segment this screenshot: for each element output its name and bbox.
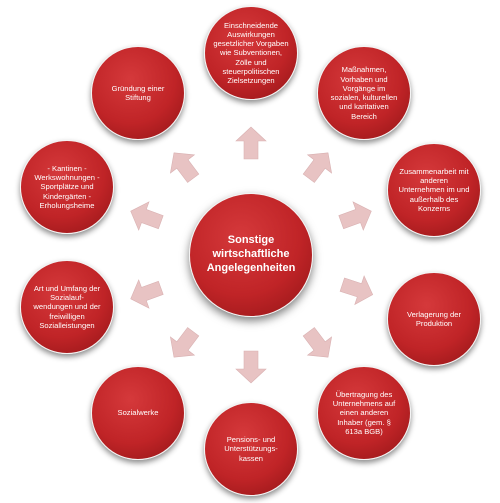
label-stiftung: Gründung einer Stiftung <box>111 83 165 102</box>
label-sozialaufwendungen: Art und Umfang der Sozialauf- wendungen … <box>33 283 101 330</box>
circle-uebertragung: Übertragung des Unternehmens auf einen a… <box>317 366 411 460</box>
circle-einrichtungen: - Kantinen -Werkswohnungen - Sportplätze… <box>20 140 114 234</box>
circle-pensionskassen: Pensions- und Unterstützungs- kassen <box>204 402 298 496</box>
center-label: Sonstige wirtschaftliche Angelegenheiten <box>206 234 296 274</box>
arrow-stiftung <box>169 152 200 183</box>
label-einrichtungen: - Kantinen -Werkswohnungen - Sportplätze… <box>34 163 100 210</box>
circle-massnahmen: Maßnahmen, Vorhaben und Vorgänge im sozi… <box>317 46 411 140</box>
center-circle: Sonstige wirtschaftliche Angelegenheiten <box>189 193 313 317</box>
label-verlagerung: Verlagerung der Produktion <box>406 309 462 328</box>
label-pensionskassen: Pensions- und Unterstützungs- kassen <box>224 435 278 463</box>
arrow-sozialaufwendungen <box>130 279 164 309</box>
label-auswirkungen: Einschneidende Auswirkungen gesetzlicher… <box>213 20 289 86</box>
label-zusammenarbeit: Zusammenarbeit mit anderen Unternehmen i… <box>398 166 470 213</box>
circle-stiftung: Gründung einer Stiftung <box>91 46 185 140</box>
circle-zusammenarbeit: Zusammenarbeit mit anderen Unternehmen i… <box>387 143 481 237</box>
label-uebertragung: Übertragung des Unternehmens auf einen a… <box>332 389 396 436</box>
circle-sozialwerke: Sozialwerke <box>91 366 185 460</box>
label-massnahmen: Maßnahmen, Vorhaben und Vorgänge im sozi… <box>330 65 398 121</box>
circle-sozialaufwendungen: Art und Umfang der Sozialauf- wendungen … <box>20 260 114 354</box>
arrow-verlagerung <box>339 275 374 306</box>
circle-verlagerung: Verlagerung der Produktion <box>387 272 481 366</box>
arrow-pensionskassen <box>235 350 267 384</box>
arrow-uebertragung <box>302 327 333 358</box>
arrow-einrichtungen <box>130 201 164 231</box>
arrow-zusammenarbeit <box>338 201 372 231</box>
arrow-sozialwerke <box>169 327 200 358</box>
arrow-auswirkungen <box>235 126 267 160</box>
circle-auswirkungen: Einschneidende Auswirkungen gesetzlicher… <box>204 6 298 100</box>
arrow-massnahmen <box>302 152 333 183</box>
label-sozialwerke: Sozialwerke <box>117 408 159 418</box>
